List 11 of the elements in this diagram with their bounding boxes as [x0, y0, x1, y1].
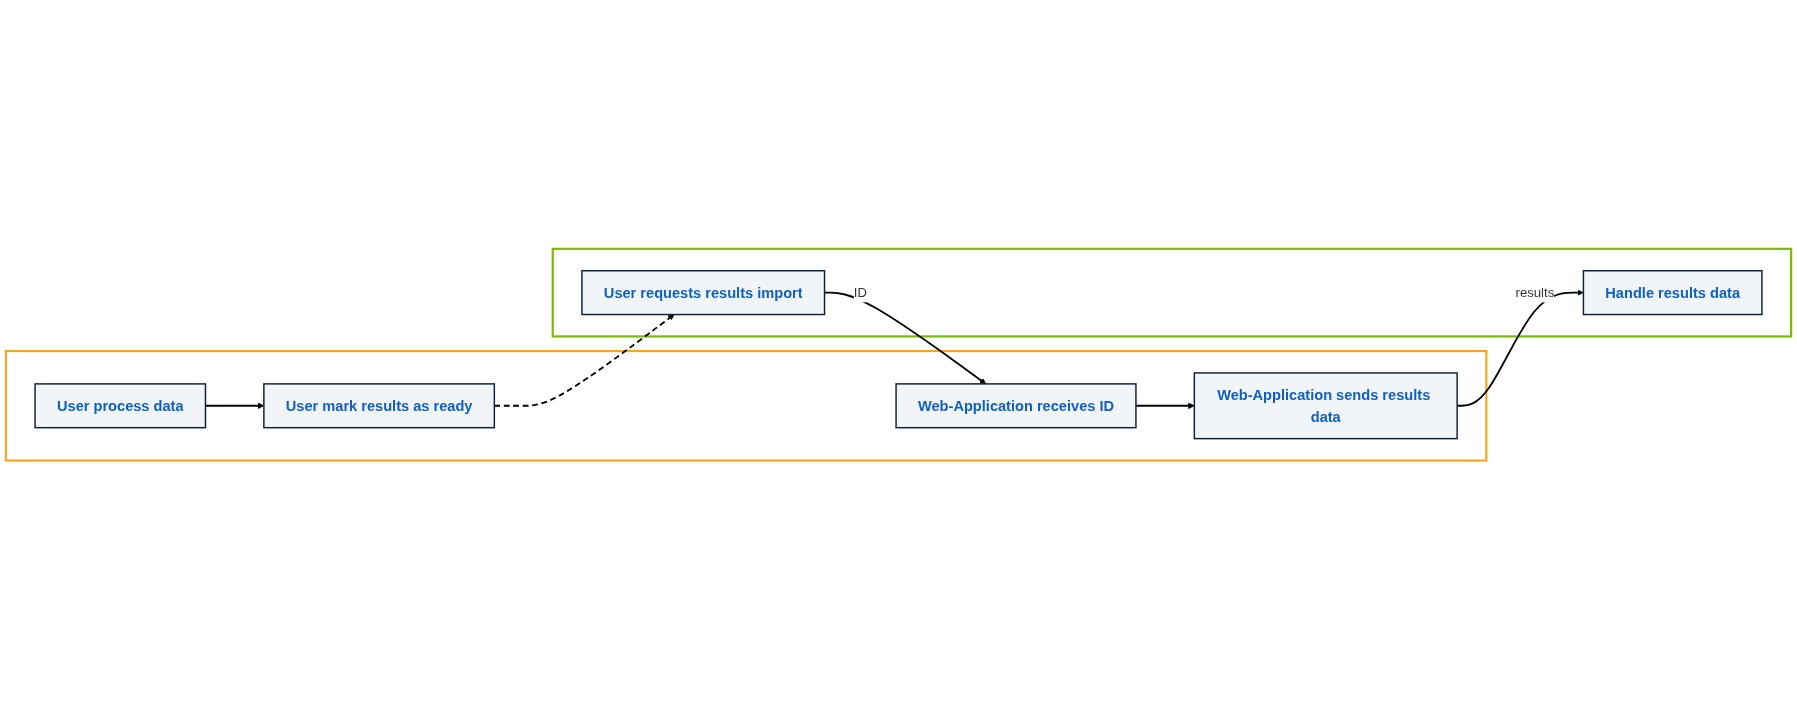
node-box: Web-Application sends results data: [1193, 372, 1458, 440]
node-box: Web-Application receives ID: [895, 382, 1137, 429]
edge-label: results: [1515, 284, 1555, 300]
node-box: User mark results as ready: [263, 382, 496, 429]
arrow: [1135, 402, 1195, 409]
edge-label: ID: [853, 284, 867, 300]
node-box: User requests results import: [581, 269, 826, 316]
node-box: Handle results data: [1582, 269, 1763, 316]
cluster: [4, 349, 1488, 462]
cluster: [551, 247, 1793, 338]
node-box: User process data: [34, 382, 207, 429]
